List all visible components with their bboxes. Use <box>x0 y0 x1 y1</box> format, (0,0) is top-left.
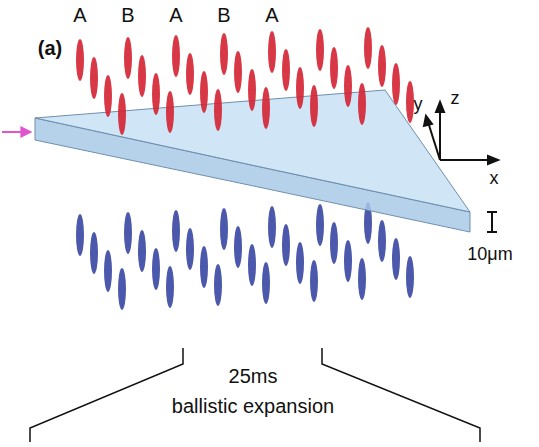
atom-cloud <box>406 256 414 298</box>
atom-cloud <box>172 35 180 77</box>
atom-cloud <box>214 264 222 306</box>
atom-cloud <box>344 65 352 107</box>
axes <box>424 102 498 164</box>
atom-cloud <box>90 232 98 274</box>
atom-cloud <box>166 91 174 133</box>
atom-cloud <box>152 248 160 290</box>
x-axis <box>440 159 492 161</box>
axis-label: z <box>451 89 460 107</box>
scale-bar <box>487 212 497 232</box>
scale-bar-cap <box>487 231 497 233</box>
atom-cloud <box>234 51 242 93</box>
time-label: 25ms <box>229 366 278 386</box>
axis-label: x <box>490 169 499 187</box>
atom-cloud <box>214 89 222 131</box>
atom-cloud <box>406 81 414 123</box>
y-head <box>424 116 432 126</box>
scale-bar-cap <box>487 211 497 213</box>
atom-cloud <box>186 53 194 95</box>
atom-cloud <box>220 33 228 75</box>
atom-cloud <box>124 37 132 79</box>
bracket-left <box>30 348 183 442</box>
atom-cloud <box>118 268 126 310</box>
atom-cloud <box>138 55 146 97</box>
atom-cloud <box>76 39 84 81</box>
atom-cloud <box>344 240 352 282</box>
atom-cloud <box>330 47 338 89</box>
atom-cloud <box>200 246 208 288</box>
atom-cloud <box>124 212 132 254</box>
panel-label: (a) <box>38 38 62 58</box>
atom-cloud <box>316 29 324 71</box>
light-beam-arrow <box>2 131 30 133</box>
x-head <box>488 156 498 164</box>
atom-cloud <box>166 266 174 308</box>
upper-lattice <box>76 27 414 135</box>
atom-cloud <box>310 260 318 302</box>
atom-cloud <box>200 71 208 113</box>
atom-cloud <box>268 31 276 73</box>
site-label: A <box>73 5 86 25</box>
lower-lattice <box>76 202 414 310</box>
atom-cloud <box>296 242 304 284</box>
atom-cloud <box>378 220 386 262</box>
atom-cloud <box>248 244 256 286</box>
atom-cloud <box>118 93 126 135</box>
atom-cloud <box>234 226 242 268</box>
atom-cloud <box>330 222 338 264</box>
site-label: B <box>121 5 134 25</box>
atom-cloud <box>358 83 366 125</box>
atom-cloud <box>90 57 98 99</box>
atom-cloud <box>172 210 180 252</box>
atom-cloud <box>220 208 228 250</box>
dimension-label: 10μm <box>467 245 512 263</box>
process-label: ballistic expansion <box>172 396 334 416</box>
atom-cloud <box>392 63 400 105</box>
atom-cloud <box>378 45 386 87</box>
atom-cloud <box>138 230 146 272</box>
atom-cloud <box>152 73 160 115</box>
atom-cloud <box>262 87 270 129</box>
bracket-right <box>322 348 480 442</box>
site-label: A <box>169 5 182 25</box>
atom-cloud <box>282 224 290 266</box>
atom-cloud <box>268 206 276 248</box>
atom-cloud <box>104 75 112 117</box>
atom-cloud <box>262 262 270 304</box>
z-head <box>436 102 444 112</box>
atom-cloud <box>364 27 372 69</box>
atom-cloud <box>186 228 194 270</box>
site-label: B <box>217 5 230 25</box>
site-label: A <box>265 5 278 25</box>
expansion-bracket <box>30 348 480 442</box>
axis-label: y <box>414 95 423 113</box>
atom-cloud <box>310 85 318 127</box>
atom-cloud <box>248 69 256 111</box>
atom-cloud <box>392 238 400 280</box>
atom-cloud <box>296 67 304 109</box>
scale-bar-line <box>491 212 493 232</box>
atom-cloud <box>358 258 366 300</box>
atom-cloud <box>316 204 324 246</box>
atom-cloud <box>282 49 290 91</box>
atom-cloud <box>104 250 112 292</box>
y-axis <box>428 122 440 160</box>
z-axis <box>439 108 441 160</box>
atom-cloud <box>76 214 84 256</box>
